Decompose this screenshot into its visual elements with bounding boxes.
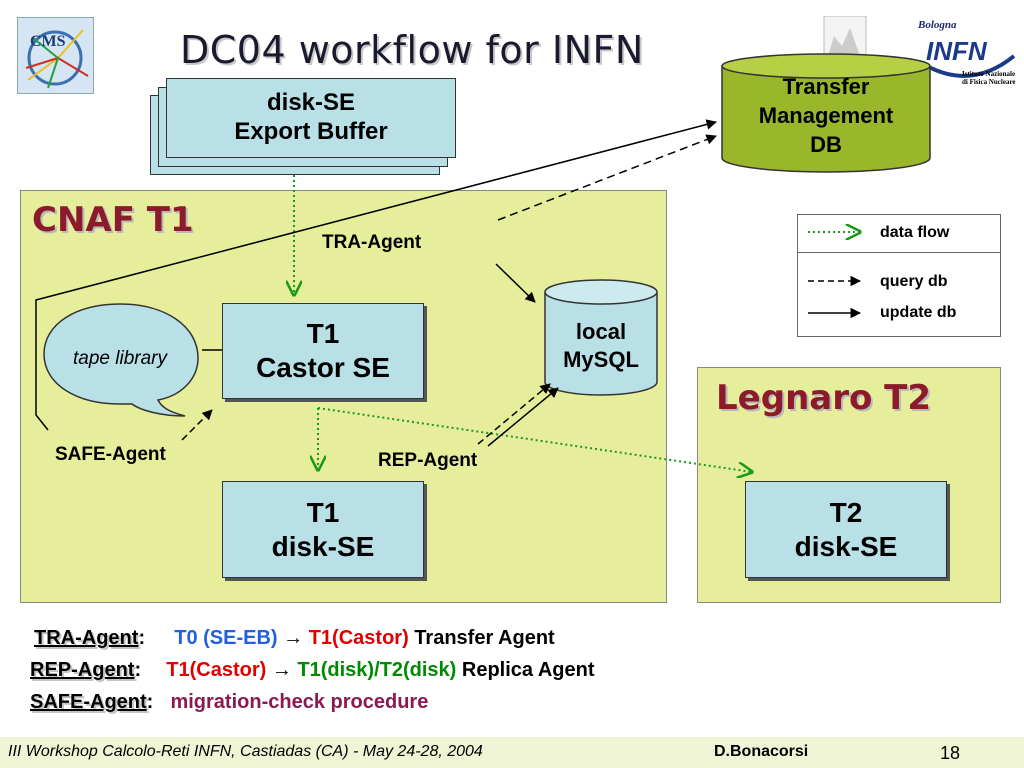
safe-agent-label: SAFE-Agent bbox=[55, 444, 166, 465]
legnaro-t2-title: Legnaro T2 bbox=[716, 378, 932, 418]
t2-disk-se-box: T2 disk-SE bbox=[745, 481, 947, 578]
update-tmdb-line bbox=[35, 119, 718, 431]
safe-description: SAFE-Agent: migration-check procedure bbox=[30, 691, 428, 714]
tape-library-label: tape library bbox=[73, 348, 167, 369]
tra-desc-from: T0 bbox=[174, 627, 198, 649]
flow-castor-to-t2disk bbox=[317, 407, 752, 472]
rep-description: REP-Agent: T1(Castor) → T1(disk)/T2(disk… bbox=[30, 659, 595, 682]
tape-library-shape: tape library bbox=[40, 300, 202, 420]
export-buffer-line1: disk-SE bbox=[266, 89, 356, 117]
tmdb-line2: Management bbox=[758, 103, 894, 128]
tmdb-line3: DB bbox=[810, 132, 842, 157]
t1-castor-line2: Castor SE bbox=[256, 352, 390, 383]
tra-description: TRA-Agent: T0 (SE-EB) → T1(Castor) Trans… bbox=[34, 627, 555, 650]
rep-desc-from: T1(Castor) bbox=[166, 659, 267, 681]
t1-castor-line1: T1 bbox=[306, 318, 340, 350]
slide-title: DC04 workflow for INFN bbox=[180, 28, 644, 72]
t2-disk-line1: T2 bbox=[829, 496, 863, 528]
safe-desc-name: SAFE-Agent bbox=[30, 691, 147, 713]
safe-desc-text: migration-check procedure bbox=[170, 691, 429, 713]
infn-sub1: Istituto Nazionale bbox=[962, 70, 1015, 78]
rep-desc-arrow: → bbox=[271, 659, 292, 681]
cnaf-t1-title: CNAF T1 bbox=[32, 200, 194, 240]
footer-author: D.Bonacorsi bbox=[714, 743, 809, 760]
rep-agent-label: REP-Agent bbox=[378, 450, 478, 471]
infn-city: Bologna bbox=[917, 19, 957, 31]
safe-desc-colon: : bbox=[146, 691, 154, 713]
tra-desc-arrow: → bbox=[283, 627, 304, 649]
legend-swatches bbox=[808, 215, 1000, 319]
footer-page-number: 18 bbox=[940, 743, 961, 763]
t1-disk-line2: disk-SE bbox=[271, 530, 375, 562]
rep-desc-colon: : bbox=[134, 659, 142, 681]
rep-query-mysql bbox=[477, 383, 551, 445]
safe-query-castor bbox=[181, 409, 213, 441]
tra-desc-from-paren: (SE-EB) bbox=[203, 627, 278, 649]
export-buffer-box: disk-SE Export Buffer bbox=[166, 78, 456, 158]
local-mysql-cylinder: local MySQL bbox=[543, 278, 659, 398]
cms-logo-graphic: CMS bbox=[18, 18, 93, 93]
tra-agent-label: TRA-Agent bbox=[322, 232, 422, 253]
footer-event: III Workshop Calcolo-Reti INFN, Castiada… bbox=[8, 743, 483, 760]
mysql-line2: MySQL bbox=[563, 347, 639, 372]
cms-logo: CMS bbox=[17, 17, 94, 94]
legend-update-db-label: update db bbox=[880, 304, 957, 321]
export-buffer-line2: Export Buffer bbox=[234, 118, 388, 145]
rep-desc-to: T1(disk)/T2(disk) bbox=[297, 659, 457, 681]
cms-logo-text: CMS bbox=[30, 33, 66, 50]
infn-sub2: di Fisica Nucleare bbox=[962, 78, 1016, 86]
rep-desc-name: REP-Agent bbox=[30, 659, 135, 681]
tra-desc-text: Transfer Agent bbox=[414, 627, 555, 649]
tmdb-line1: Transfer bbox=[782, 74, 870, 99]
legend-query-db-label: query db bbox=[880, 273, 948, 290]
rep-desc-text: Replica Agent bbox=[461, 659, 595, 681]
t2-disk-line2: disk-SE bbox=[794, 530, 898, 562]
infn-name: INFN bbox=[926, 36, 988, 66]
tra-desc-colon: : bbox=[138, 627, 146, 649]
mysql-line1: local bbox=[575, 319, 627, 344]
legend: data flow query db update db bbox=[797, 214, 1001, 337]
t1-castor-se-box: T1 Castor SE bbox=[222, 303, 424, 399]
tra-desc-to: T1(Castor) bbox=[308, 627, 409, 649]
slide-footer: III Workshop Calcolo-Reti INFN, Castiada… bbox=[0, 737, 1024, 768]
tra-desc-name: TRA-Agent bbox=[34, 627, 139, 649]
legend-data-flow-label: data flow bbox=[880, 224, 950, 241]
rep-update-mysql bbox=[487, 387, 559, 447]
t1-disk-se-box: T1 disk-SE bbox=[222, 481, 424, 578]
tmdb-cylinder: Transfer Management DB bbox=[720, 52, 932, 174]
tra-update-mysql bbox=[495, 263, 536, 303]
t1-disk-line1: T1 bbox=[306, 496, 340, 528]
query-tmdb-line bbox=[497, 134, 717, 221]
